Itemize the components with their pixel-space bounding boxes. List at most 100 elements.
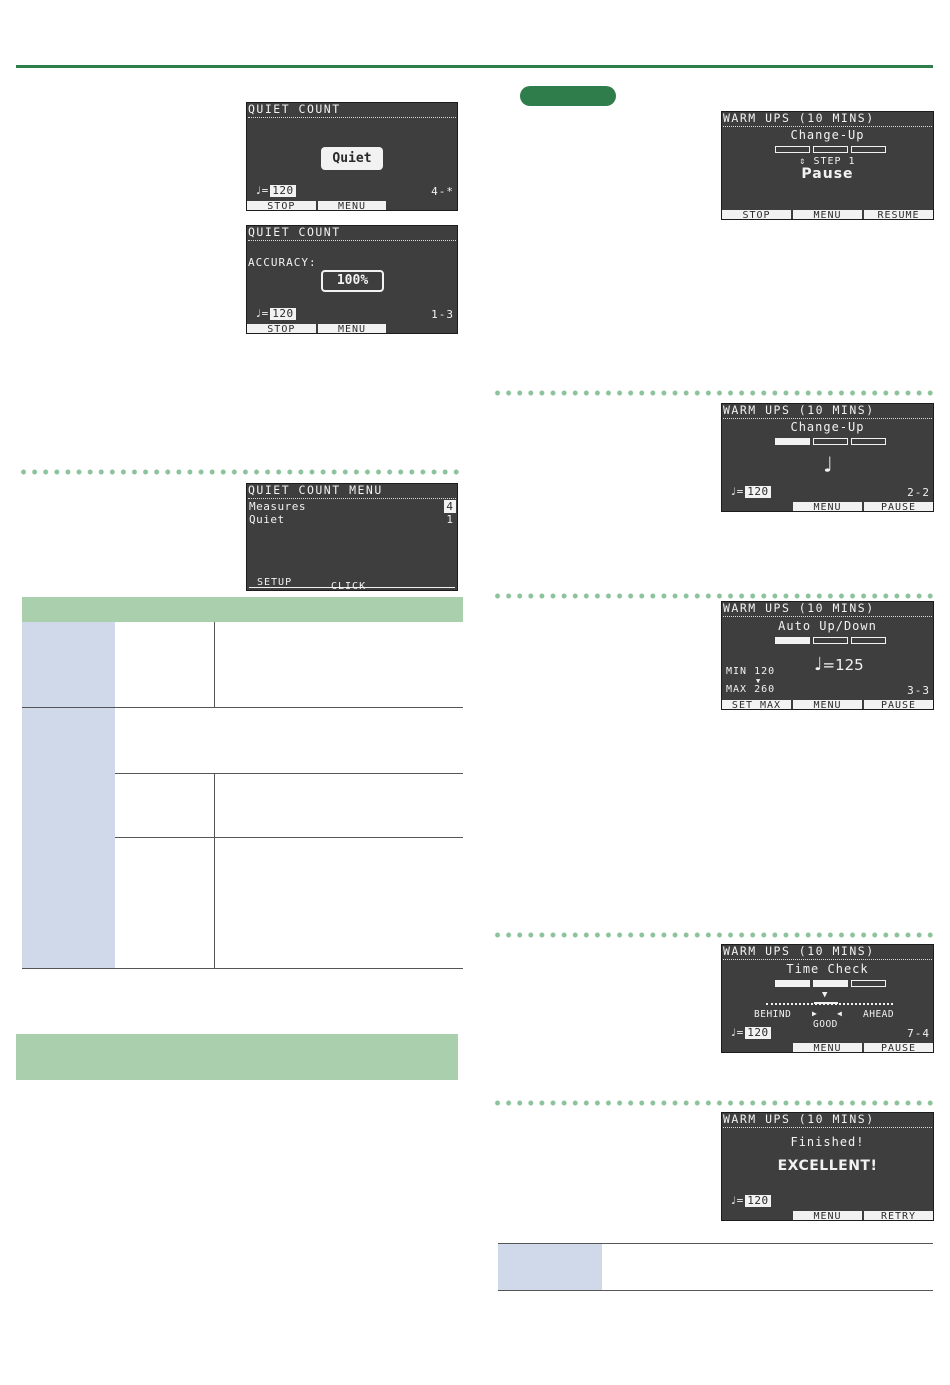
table-cell-description: [214, 622, 463, 708]
pause-button[interactable]: PAUSE: [864, 1043, 933, 1052]
pause-button[interactable]: PAUSE: [864, 502, 933, 511]
table-block-2: [22, 708, 463, 969]
stop-button[interactable]: STOP: [247, 201, 316, 210]
section-pill-label: [520, 86, 616, 106]
empty-button-slot: [388, 201, 457, 210]
table-row-divider: [115, 773, 463, 774]
lcd-separator: [723, 616, 932, 617]
step-segment-done: [775, 980, 810, 987]
step-progress: [775, 980, 886, 987]
step-segment: [813, 146, 848, 153]
step-progress: [775, 146, 886, 153]
menu-button[interactable]: MENU: [793, 210, 862, 219]
lcd-function-bar: STOP MENU RESUME: [722, 210, 933, 219]
tempo-value: 120: [270, 184, 296, 197]
timing-center-line: [814, 1002, 838, 1004]
menu-row-value-quiet[interactable]: 1: [446, 513, 454, 526]
ahead-label: AHEAD: [863, 1009, 895, 1020]
table-cell-name: [498, 1244, 602, 1290]
table-column-divider: [214, 773, 215, 968]
menu-button[interactable]: MENU: [793, 700, 862, 709]
lcd-title: QUIET COUNT: [248, 225, 341, 239]
empty-button-slot: [722, 1043, 791, 1052]
good-range-left-icon: ▶: [812, 1009, 817, 1018]
exercise-name: Time Check: [786, 962, 869, 976]
lcd-warmup-pause: WARM UPS (10 MINS) Change-Up ⇕ STEP 1 Pa…: [721, 111, 934, 220]
step-segment: [813, 637, 848, 644]
step-segment: [851, 980, 886, 987]
note-icon: ♩=: [730, 1026, 744, 1039]
menu-row-label-measures[interactable]: Measures: [249, 500, 306, 513]
accuracy-badge: 100%: [321, 270, 384, 292]
lcd-title: QUIET COUNT MENU: [248, 483, 383, 497]
tempo-display: ♩=120: [255, 308, 296, 320]
lcd-function-bar: MENU PAUSE: [722, 1043, 933, 1052]
current-tempo-value: =125: [822, 656, 864, 674]
quarter-note-icon: ♩: [820, 453, 835, 478]
tempo-value: 120: [745, 1026, 771, 1039]
good-label: GOOD: [813, 1019, 838, 1030]
lcd-function-bar: SET MAX MENU PAUSE: [722, 700, 933, 709]
stop-button[interactable]: STOP: [247, 324, 316, 333]
menu-button[interactable]: MENU: [317, 324, 387, 333]
result-rating: EXCELLENT!: [777, 1158, 878, 1174]
section-divider-dots: [492, 389, 934, 397]
step-segment: [851, 637, 886, 644]
menu-row-value-measures[interactable]: 4: [444, 500, 456, 513]
exercise-name: Change-Up: [790, 128, 865, 142]
table-cell-value: [115, 622, 215, 708]
lcd-quiet-count-result: QUIET COUNT ACCURACY: 100% ♩=120 1-3 STO…: [246, 225, 458, 334]
lcd-title: QUIET COUNT: [248, 102, 341, 116]
stop-button[interactable]: STOP: [722, 210, 791, 219]
finished-message: Finished!: [790, 1135, 865, 1149]
min-tempo: MIN 120: [726, 666, 776, 677]
tempo-value: 120: [745, 485, 771, 498]
lcd-quiet-count-play: QUIET COUNT Quiet ♩=120 4-* STOP MENU: [246, 102, 458, 211]
menu-button[interactable]: MENU: [317, 201, 387, 210]
empty-button-slot: [722, 502, 791, 511]
table-cell-name: [22, 622, 115, 708]
setup-tab[interactable]: SETUP: [257, 577, 293, 588]
click-tab[interactable]: CLICK: [331, 581, 367, 591]
tempo-display: ♩=120: [730, 1195, 771, 1207]
lcd-separator: [248, 498, 456, 499]
up-down-arrow-icon: ⇕: [799, 156, 814, 167]
section-divider-dots: [492, 931, 934, 939]
pause-status: Pause: [801, 166, 854, 182]
menu-button[interactable]: MENU: [793, 502, 862, 511]
resume-button[interactable]: RESUME: [864, 210, 933, 219]
lcd-warmup-auto: WARM UPS (10 MINS) Auto Up/Down MIN 120 …: [721, 601, 934, 710]
step-segment-done: [775, 438, 810, 445]
table-row: [22, 622, 463, 708]
set-max-button[interactable]: SET MAX: [722, 700, 791, 709]
table-cell-name: [22, 708, 115, 968]
behind-label: BEHIND: [754, 1009, 792, 1020]
lcd-separator: [248, 240, 456, 241]
measure-position: 7-4: [907, 1027, 930, 1040]
lcd-warmup-changeup: WARM UPS (10 MINS) Change-Up ♩ ♩=120 2-2…: [721, 403, 934, 512]
quarter-note-icon: ♩: [814, 654, 823, 675]
step-segment-done: [813, 980, 848, 987]
pause-button[interactable]: PAUSE: [864, 700, 933, 709]
step-segment-done: [775, 637, 810, 644]
menu-button[interactable]: MENU: [793, 1043, 862, 1052]
max-tempo: MAX 260: [726, 684, 776, 695]
menu-button[interactable]: MENU: [793, 1211, 862, 1220]
step-progress: [775, 637, 886, 644]
quiet-badge: Quiet: [321, 147, 383, 170]
lcd-function-bar: STOP MENU: [247, 201, 457, 210]
lcd-separator: [723, 126, 932, 127]
lcd-function-bar: MENU PAUSE: [722, 502, 933, 511]
lcd-title: WARM UPS (10 MINS): [723, 944, 875, 958]
lcd-separator: [723, 418, 932, 419]
measure-position: 3-3: [907, 684, 930, 697]
step-segment: [813, 438, 848, 445]
tempo-value: 120: [745, 1194, 771, 1207]
current-tempo: ♩=125: [814, 654, 864, 675]
empty-button-slot: [388, 324, 457, 333]
lcd-title: WARM UPS (10 MINS): [723, 1112, 875, 1126]
menu-row-label-quiet[interactable]: Quiet: [249, 513, 285, 526]
retry-button[interactable]: RETRY: [864, 1211, 933, 1220]
lcd-function-bar: STOP MENU: [247, 324, 457, 333]
tempo-display: ♩=120: [255, 185, 296, 197]
